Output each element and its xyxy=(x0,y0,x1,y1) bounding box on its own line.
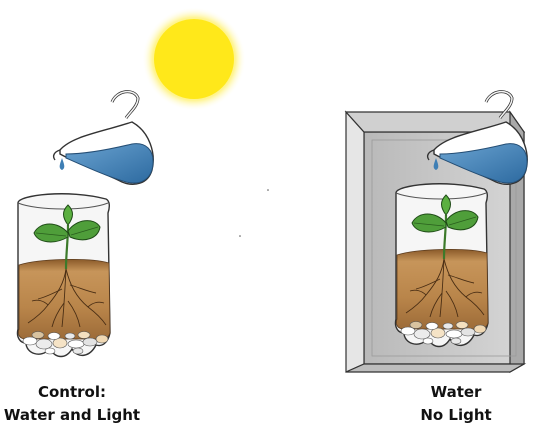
control-subtitle: Water and Light xyxy=(3,406,141,424)
experiment-caption: Water No Light xyxy=(376,381,536,425)
control-caption: Control: Water and Light xyxy=(0,381,144,425)
control-title: Control: xyxy=(37,383,106,401)
experiment-bottle xyxy=(394,182,490,348)
control-pitcher xyxy=(52,90,155,186)
experiment-title: Water xyxy=(430,383,482,401)
sun-icon xyxy=(142,7,246,111)
experiment-subtitle: No Light xyxy=(420,406,492,424)
water-drop-left xyxy=(59,158,65,170)
control-bottle xyxy=(16,192,112,358)
water-drop-right xyxy=(433,158,439,170)
